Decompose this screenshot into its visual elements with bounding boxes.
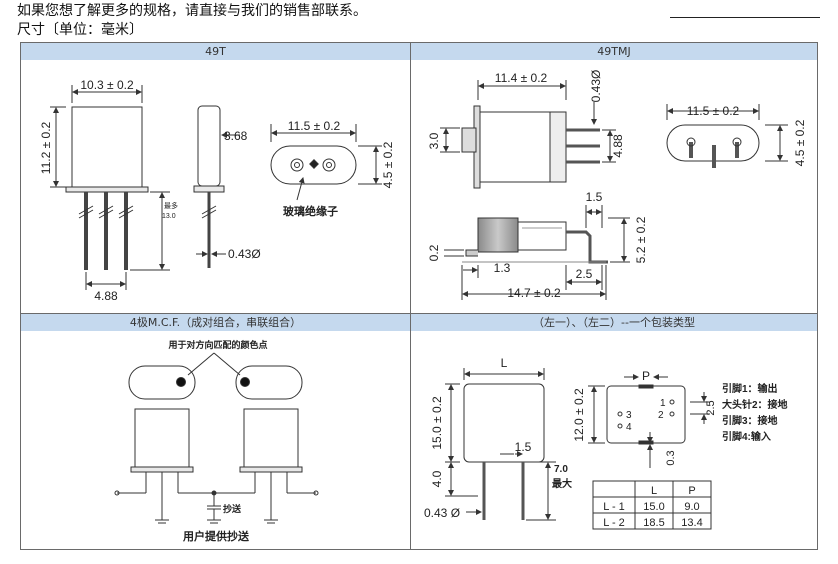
dim-package-height: 15.0 ± 0.2 [430,396,444,450]
mcf-insulator-left [128,365,196,400]
table-cell: L - 2 [603,517,625,529]
glass-insulator [270,145,357,185]
package-body [463,383,545,463]
mcf-crystal-right [243,408,299,468]
pin-desc-2: 大头针2：接地 [722,398,788,411]
panel-title-mcf: 4极M.C.F.（成对组合，串联组合） [21,314,410,331]
dim-49t-insulator-height: 4.5 ± 0.2 [381,141,395,188]
label-user-copy: 用户提供抄送 [183,529,250,543]
table-cell: 13.4 [681,517,702,529]
panel-title-49t: 49T [21,43,410,60]
dim-49t-pin-width: 3.68 [224,129,248,143]
pin-number-4: 4 [626,422,632,433]
dim-package-lead: 4.0 [430,470,444,487]
dim-49t-height: 11.2 ± 0.2 [39,121,53,174]
drawing-49t [50,85,382,290]
spec-table [592,480,712,530]
dim-49tmj-width: 11.4 ± 0.2 [495,71,548,85]
pin-desc-1: 引脚1：输出 [722,382,778,395]
dim-49t-max-label: 最多 [164,201,178,210]
drawing-mcf [114,352,319,524]
dim-package-max-label: 最大 [552,477,572,490]
dim-package-wire: 0.43 Ø [424,506,460,520]
dim-49t-pitch: 4.88 [94,289,118,303]
dim-package-max-value: 7.0 [554,464,568,475]
dim-49tmj-gap: 0.2 [427,244,441,261]
label-copy: 抄送 [223,503,242,514]
smd-can [477,111,551,183]
mcf-crystal-left [134,408,190,468]
dim-49tmj-insulator-width: 11.5 ± 0.2 [687,104,740,118]
dim-49tmj-total-height: 5.2 ± 0.2 [634,216,648,263]
dim-49tmj-height: 3.0 [427,132,441,149]
label-color-dot: 用于对方向匹配的颜色点 [167,339,267,350]
crystal-can [71,106,143,188]
grid-divider-horizontal [20,313,818,314]
crystal-side-view [197,105,221,187]
drawing-49tmj [440,80,788,300]
dim-49t-wire: 0.43Ø [228,247,261,261]
spec-grid [20,42,818,550]
mcf-insulator-right [235,365,303,400]
panel-title-49tmj: 49TMJ [411,43,817,60]
grid-divider-vertical [410,42,411,550]
table-cell: 18.5 [643,517,664,529]
pin-number-2: 2 [658,410,664,421]
color-dot-left [176,377,186,387]
dim-49tmj-lead: 1.5 [586,190,603,204]
table-cell: 9.0 [684,501,699,513]
dim-49tmj-offset: 1.3 [494,261,511,275]
pin-number-1: 1 [660,398,666,409]
units-label: 尺寸〔单位：毫米〕 [17,22,143,38]
pin-desc-3: 引脚3：接地 [722,414,778,427]
dim-49tmj-insulator-height: 4.5 ± 0.2 [793,119,807,166]
table-header-l: L [651,485,657,497]
panel-title-package: （左一）、（左二）--一个包装类型 [411,314,817,331]
dim-49tmj-length: 14.7 ± 0.2 [507,286,561,300]
package-bottom-view [606,385,686,444]
table-cell: L - 1 [603,501,625,513]
dim-49t-width: 10.3 ± 0.2 [80,78,134,92]
smd-body-side [477,217,519,253]
drawing-package [445,368,710,521]
dim-package-pin-p: P [642,369,650,383]
dim-package-pitch: 1.5 [515,440,532,454]
divider [670,17,820,18]
dim-package-length: L [501,356,508,370]
table-cell: 15.0 [643,501,664,513]
pin-desc-4: 引脚4:输入 [722,430,771,443]
label-glass-insulator: 玻璃绝缘子 [283,204,338,218]
dim-package-width: 12.0 ± 0.2 [572,388,586,442]
crystal-base [65,186,149,193]
dim-package-pin-spacing: 2.5 [705,400,717,415]
dim-49tmj-pitch: 4.88 [611,134,625,158]
dim-49tmj-wire: 0.43Ø [589,70,603,103]
dim-package-pad: 0.3 [665,450,677,465]
dim-49t-max-value: 13.0 [162,213,176,220]
intro-text: 如果您想了解更多的规格，请直接与我们的销售部联系。 [17,3,367,19]
dim-49tmj-foot: 2.5 [576,267,593,281]
pin-number-3: 3 [626,410,632,421]
table-header-p: P [688,485,695,497]
color-dot-right [240,377,250,387]
dim-49t-insulator-width: 11.5 ± 0.2 [288,119,341,133]
